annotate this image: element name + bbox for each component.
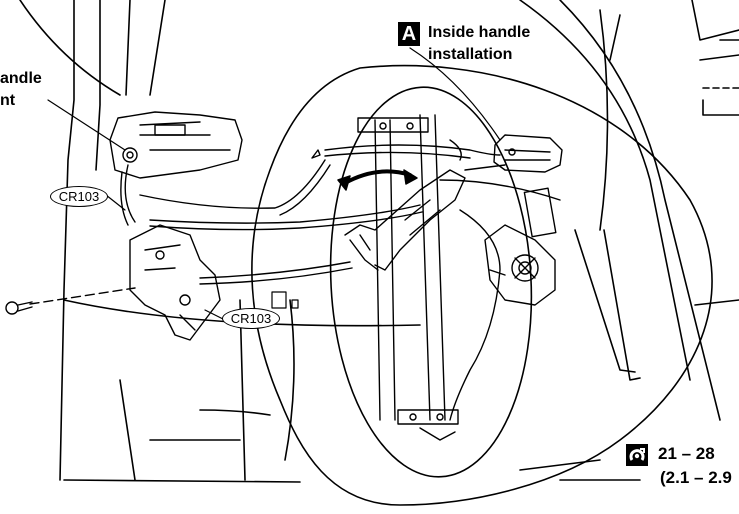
direction-arrow [337, 169, 418, 191]
inside-handle-part [493, 134, 563, 173]
leader-lines [47, 47, 501, 321]
panel-clips [271, 291, 299, 309]
regulator-rail [357, 114, 459, 441]
connector-label-lower: CR103 [222, 308, 280, 329]
connector-label-upper: CR103 [50, 186, 108, 207]
callout-label-line1: Inside handle [428, 24, 531, 41]
regulator-outer-ellipse [251, 64, 713, 506]
outside-handle-part [109, 111, 243, 179]
callout-label-line2: installation [428, 46, 513, 63]
mounting-screw [5, 287, 136, 315]
torque-wrench-icon [626, 444, 648, 466]
outside-handle-label-line2: nt [0, 92, 16, 109]
window-motor [484, 187, 557, 306]
torque-value: 21 – 28 [658, 444, 715, 463]
callout-marker-a: A [398, 22, 420, 46]
torque-value-alt-units: (2.1 – 2.9 [660, 468, 732, 487]
door-lock-actuator [129, 224, 221, 341]
outside-handle-label-line1: andle [0, 70, 42, 87]
rods-and-cables [120, 139, 561, 421]
regulator-arm [344, 169, 466, 271]
regulator-rail-outline [329, 86, 533, 478]
